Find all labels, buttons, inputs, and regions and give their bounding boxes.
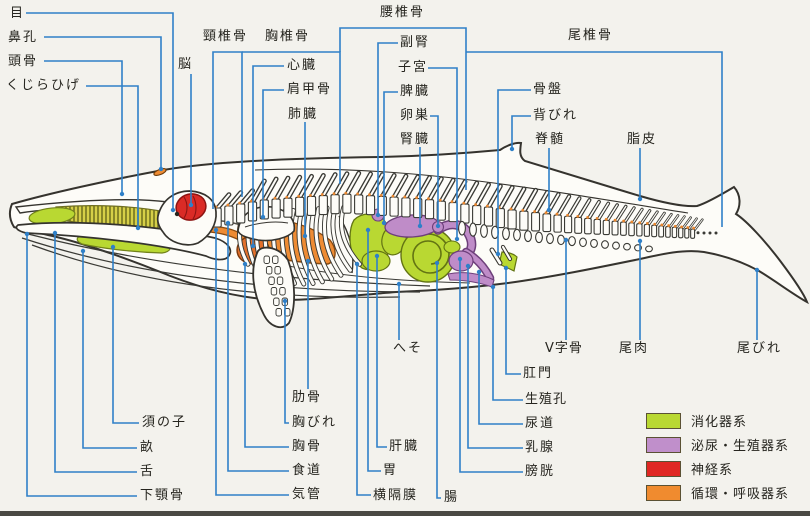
page-bottom-edge	[0, 511, 810, 516]
leader-lines	[24, 12, 760, 499]
label-kidney: 腎臓	[400, 132, 431, 147]
legend-row-urogenital: 泌尿・生殖器系	[646, 436, 790, 454]
legend-row-nervous: 神経系	[646, 460, 789, 478]
label-heart: 心臓	[287, 58, 318, 73]
label-throat-grooves: 畝	[140, 440, 156, 455]
label-tongue: 舌	[140, 464, 156, 479]
legend-row-circulatory: 循環・呼吸器系	[646, 484, 790, 502]
flipper-bones	[263, 255, 291, 317]
label-baleen: くじらひげ	[6, 78, 82, 93]
label-chevron-bone: V字骨	[545, 341, 583, 356]
label-intestine: 腸	[444, 490, 460, 505]
label-esophagus: 食道	[292, 463, 323, 478]
nervous-color-swatch	[646, 460, 681, 477]
legend-row-digestive: 消化器系	[646, 412, 789, 430]
label-tail-muscle: 尾肉	[619, 341, 650, 356]
scapula-ridge	[244, 221, 289, 228]
label-sternum: 胸骨	[292, 439, 323, 454]
label-baleen-bristles: 須の子	[142, 415, 188, 430]
circulatory-color-swatch	[646, 484, 681, 501]
label-ovary: 卵巣	[400, 108, 431, 123]
label-thoracic-vertebrae: 胸椎骨	[265, 29, 311, 44]
liver-lobe-shape	[361, 250, 391, 272]
label-uterus: 子宮	[398, 60, 429, 75]
label-brain: 脳	[178, 57, 194, 72]
label-eye: 目	[10, 6, 26, 21]
label-ribs: 肋骨	[292, 390, 323, 405]
label-scapula: 肩甲骨	[287, 82, 333, 97]
legend-label-circulatory: 循環・呼吸器系	[691, 487, 790, 502]
intestine-spiral	[412, 233, 450, 274]
label-pectoral-fin: 胸びれ	[292, 415, 338, 430]
legend-label-digestive: 消化器系	[691, 415, 748, 430]
label-genital-opening: 生殖孔	[525, 392, 568, 407]
label-liver: 肝臓	[389, 439, 420, 454]
label-navel: へそ	[393, 341, 424, 356]
label-anus: 肛門	[523, 366, 554, 381]
label-mammary-gland: 乳腺	[525, 440, 556, 455]
urogenital-color-swatch	[646, 436, 681, 453]
label-caudal-vertebrae: 尾椎骨	[568, 28, 614, 43]
legend-label-urogenital: 泌尿・生殖器系	[691, 439, 790, 454]
label-nostril: 鼻孔	[8, 30, 39, 45]
label-urethra: 尿道	[525, 416, 556, 431]
label-diaphragm: 横隔膜	[373, 488, 419, 503]
label-bladder: 膀胱	[525, 464, 556, 479]
label-trachea: 気管	[292, 487, 323, 502]
label-stomach: 胃	[383, 463, 399, 478]
pelvis-bones	[489, 244, 513, 266]
label-pelvis: 骨盤	[533, 82, 564, 97]
label-lower-jaw: 下顎骨	[140, 488, 186, 503]
blubber-inner-line	[254, 168, 689, 214]
label-adrenal: 副腎	[400, 35, 431, 50]
brain-lobes	[183, 195, 197, 220]
label-lung: 肺臓	[288, 107, 319, 122]
eye-shape	[174, 211, 180, 217]
chevron-bones	[458, 220, 653, 253]
digestive-color-swatch	[646, 412, 681, 429]
label-blubber: 脂皮	[627, 132, 658, 147]
legend: 消化器系 泌尿・生殖器系 神経系 循環・呼吸器系	[646, 412, 789, 508]
label-skull: 頭骨	[8, 54, 39, 69]
gut-loop-shape	[443, 240, 461, 254]
label-spinal-cord: 脊髄	[535, 132, 566, 147]
label-cervical-vertebrae: 頸椎骨	[203, 29, 249, 44]
label-lumbar-vertebrae: 腰椎骨	[380, 5, 426, 20]
legend-label-nervous: 神経系	[691, 463, 734, 478]
label-spleen: 脾臓	[400, 84, 431, 99]
bladder-shape	[448, 250, 474, 272]
throat-grooves-lines	[21, 233, 431, 298]
label-tail-fluke: 尾びれ	[737, 341, 783, 356]
label-dorsal-fin: 背びれ	[533, 108, 579, 123]
